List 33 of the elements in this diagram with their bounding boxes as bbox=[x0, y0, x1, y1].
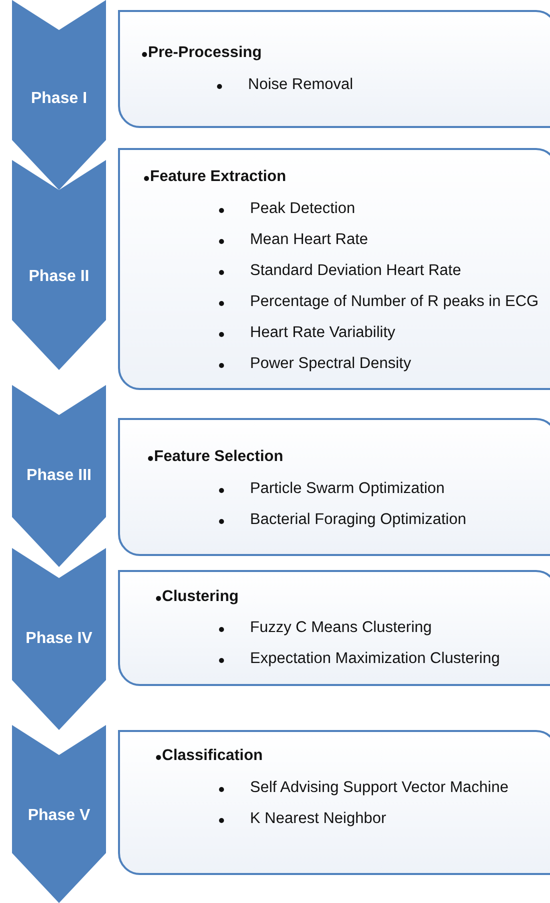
phase-label: Phase I bbox=[30, 90, 88, 108]
chevron-shape bbox=[12, 160, 106, 370]
step-heading: Feature Selection bbox=[154, 448, 284, 466]
phase-label: Phase II bbox=[28, 268, 90, 286]
bullet-item: Mean Heart Rate bbox=[250, 231, 368, 249]
chevron-shape bbox=[12, 385, 106, 567]
bullet-item: Peak Detection bbox=[250, 200, 356, 218]
phase-label: Phase IV bbox=[24, 630, 94, 648]
bullet-item: K Nearest Neighbor bbox=[250, 810, 386, 828]
bullet-item: Power Spectral Density bbox=[250, 355, 412, 373]
step-box bbox=[118, 570, 550, 686]
phase-label: Phase V bbox=[26, 807, 92, 825]
chevron-shape bbox=[12, 548, 106, 730]
step-box bbox=[118, 148, 550, 390]
chevron-shape bbox=[12, 0, 106, 190]
bullet-item: Bacterial Foraging Optimization bbox=[250, 511, 466, 529]
step-heading: Classification bbox=[162, 747, 263, 765]
bullet-item: Heart Rate Variability bbox=[250, 324, 396, 342]
chevron-shape bbox=[12, 725, 106, 903]
step-heading: Clustering bbox=[162, 588, 239, 606]
bullet-item: Particle Swarm Optimization bbox=[250, 480, 445, 498]
step-box bbox=[118, 10, 550, 128]
step-box bbox=[118, 418, 550, 556]
phase-label: Phase III bbox=[26, 467, 92, 485]
step-heading: Pre-Processing bbox=[148, 44, 262, 62]
bullet-item: Percentage of Number of R peaks in ECG bbox=[250, 293, 539, 311]
bullet-item: Self Advising Support Vector Machine bbox=[250, 779, 508, 797]
bullet-item: Expectation Maximization Clustering bbox=[250, 650, 500, 668]
step-heading: Feature Extraction bbox=[150, 168, 286, 186]
bullet-item: Noise Removal bbox=[248, 76, 354, 94]
step-box bbox=[118, 730, 550, 875]
bullet-item: Standard Deviation Heart Rate bbox=[250, 262, 462, 280]
bullet-item: Fuzzy C Means Clustering bbox=[250, 619, 432, 637]
